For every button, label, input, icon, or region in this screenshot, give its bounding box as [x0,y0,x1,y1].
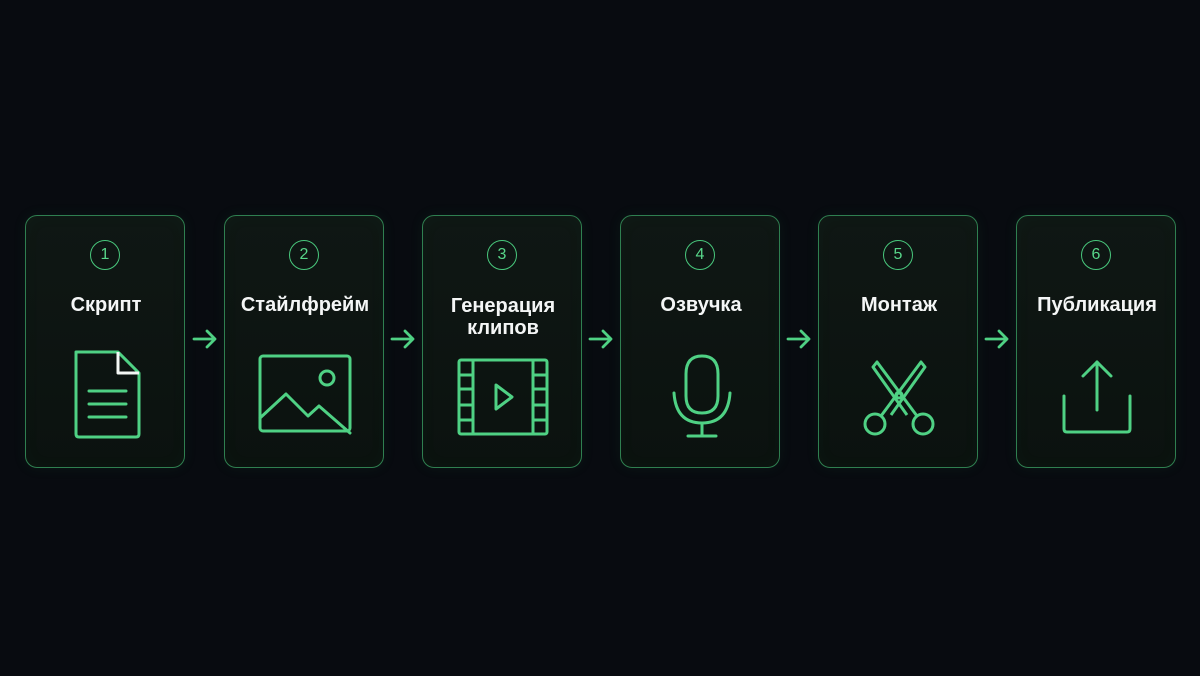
upload-icon [1047,348,1147,440]
step-number-badge: 6 [1081,240,1111,270]
step-title-clip-generation: Генерация клипов [450,295,556,339]
step-title-script: Скрипт [70,294,142,316]
step-card-clip-generation: 3 Генерация клипов [422,215,582,468]
step-card-script: 1 Скрипт [25,215,185,468]
step-number-badge: 5 [883,240,913,270]
arrow-right-icon [390,329,415,349]
microphone-icon [651,348,751,440]
step-card-editing: 5 Монтаж [818,215,978,468]
step-card-voiceover: 4 Озвучка [620,215,780,468]
arrow-right-icon [192,329,217,349]
step-number-badge: 4 [685,240,715,270]
step-title-editing: Монтаж [860,294,938,316]
step-title-styleframe: Стайлфрейм [240,294,370,316]
step-title-publication: Публикация [1037,294,1157,316]
step-card-styleframe: 2 Стайлфрейм [224,215,384,468]
step-number-badge: 2 [289,240,319,270]
step-number-badge: 3 [487,240,517,270]
step-number-badge: 1 [90,240,120,270]
step-title-voiceover: Озвучка [660,294,742,316]
arrow-right-icon [588,329,613,349]
arrow-right-icon [984,329,1009,349]
scissors-icon [849,348,949,440]
image-icon [255,348,355,440]
arrow-right-icon [786,329,811,349]
step-card-publication: 6 Публикация [1016,215,1176,468]
video-clip-icon [453,348,553,440]
document-icon [56,348,156,440]
